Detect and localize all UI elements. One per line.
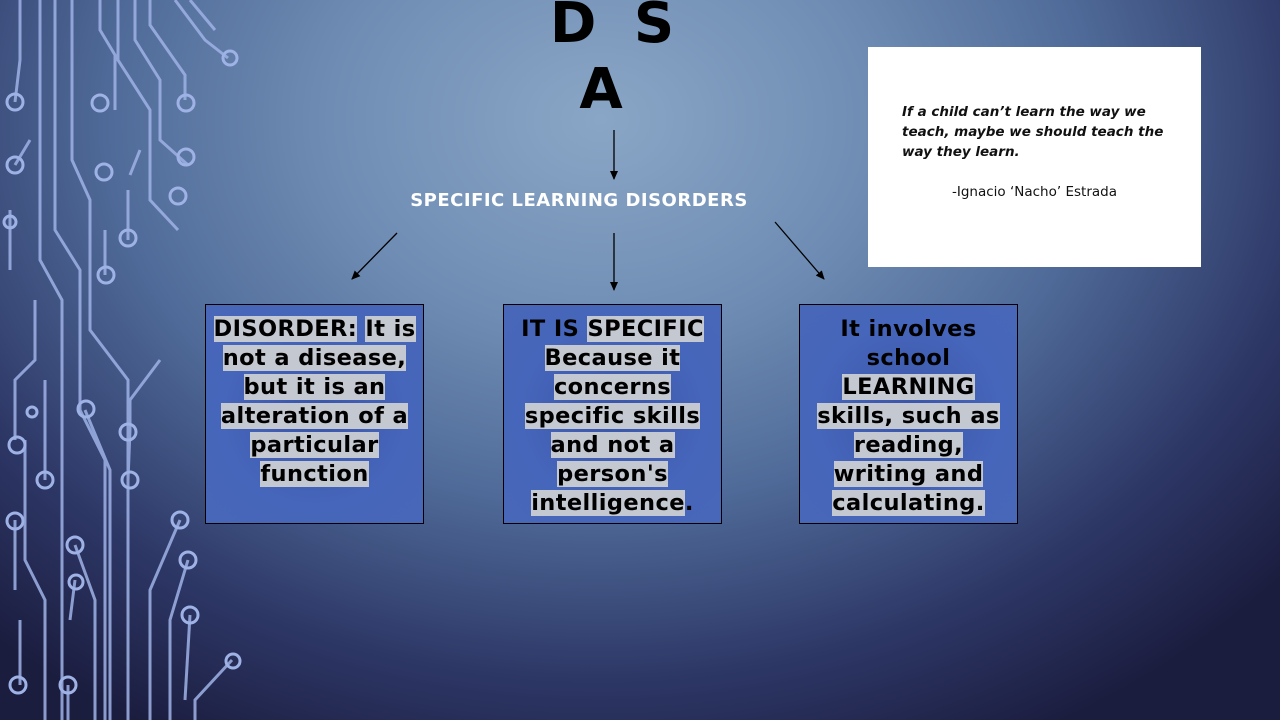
circuit-decoration [2, 0, 242, 720]
box-disorder: DISORDER: It is not a disease, but it is… [205, 304, 424, 524]
box-text-segment: It involves school [840, 316, 977, 371]
box-learning-text: It involves school LEARNING skills, such… [806, 315, 1011, 518]
box-text-segment: DISORDER: [213, 316, 358, 342]
subtitle: SPECIFIC LEARNING DISORDERS [410, 190, 748, 211]
arrow-to-box-1 [351, 232, 398, 280]
title-line-1: D S [549, 0, 677, 56]
box-text-segment: LEARNING skills, such as reading, writin… [817, 374, 1000, 516]
box-learning: It involves school LEARNING skills, such… [799, 304, 1018, 524]
quote-text: If a child can’t learn the way we teach,… [902, 104, 1164, 160]
box-disorder-text: DISORDER: It is not a disease, but it is… [212, 315, 417, 489]
quote-author: -Ignacio ‘Nacho’ Estrada [952, 184, 1117, 200]
box-specific: IT IS SPECIFIC Because it concerns speci… [503, 304, 722, 524]
box-text-segment: . [684, 490, 694, 516]
box-specific-text: IT IS SPECIFIC Because it concerns speci… [510, 315, 715, 518]
box-text-segment: SPECIFIC Because it concerns specific sk… [524, 316, 704, 516]
box-text-segment: IT IS [521, 316, 588, 342]
quote-card: If a child can’t learn the way we teach,… [868, 47, 1201, 267]
arrow-to-box-3 [774, 221, 825, 280]
title-line-2: A [579, 57, 625, 122]
